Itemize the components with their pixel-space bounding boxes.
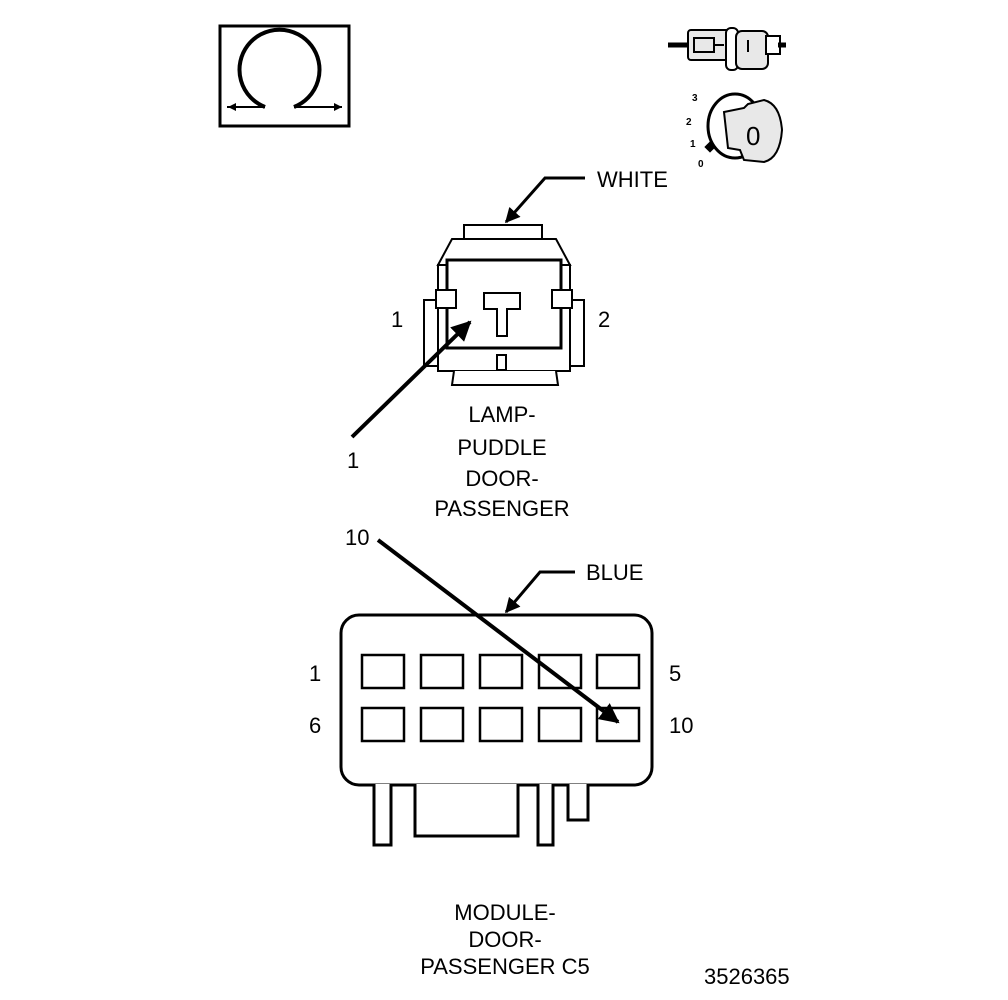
pin-1-callout: 1: [347, 320, 472, 473]
bottom-row1-left-pin: 1: [309, 661, 321, 686]
pin-10-callout-label: 10: [345, 525, 369, 550]
cavity-4: [537, 653, 583, 690]
pin-1-callout-label: 1: [347, 448, 359, 473]
bottom-connector-name-line-1: MODULE-: [454, 900, 555, 925]
ignition-position-1: 1: [690, 139, 696, 150]
cavity-8: [478, 706, 524, 743]
bottom-row2-left-pin: 6: [309, 713, 321, 738]
pin-10-callout: 10: [345, 525, 620, 724]
white-color-callout: WHITE: [504, 167, 668, 224]
ignition-position-3: 3: [692, 93, 698, 104]
lamp-puddle-connector: [423, 224, 585, 386]
blue-color-callout: BLUE: [504, 560, 643, 614]
omega-connector-symbol-icon: [218, 24, 351, 128]
cavity-5: [595, 653, 641, 690]
module-door-connector: [339, 613, 654, 847]
cavity-9: [537, 706, 583, 743]
top-connector-name-line-4: PASSENGER: [434, 496, 569, 521]
top-connector-pin-right: 2: [598, 307, 610, 332]
top-connector-pin-left: 1: [391, 307, 403, 332]
ignition-position-0: 0: [698, 159, 704, 170]
connector-color-white: WHITE: [597, 167, 668, 192]
cavity-3: [478, 653, 524, 690]
bottom-connector-name-line-2: DOOR-: [468, 927, 541, 952]
top-connector-name-line-3: DOOR-: [465, 466, 538, 491]
cavity-2: [419, 653, 465, 690]
top-connector-name: LAMP- PUDDLE DOOR- PASSENGER: [434, 402, 569, 521]
bottom-connector-name-line-3: PASSENGER C5: [420, 954, 590, 979]
figure-number: 3526365: [704, 964, 790, 989]
cavity-6: [360, 706, 406, 743]
ignition-position-2: 2: [686, 117, 692, 128]
bottom-row2-right-pin: 10: [669, 713, 693, 738]
connector-color-blue: BLUE: [586, 560, 643, 585]
top-connector-name-line-2: PUDDLE: [457, 435, 546, 460]
bottom-connector-name: MODULE- DOOR- PASSENGER C5: [420, 900, 590, 979]
bottom-row1-right-pin: 5: [669, 661, 681, 686]
cavity-1: [360, 653, 406, 690]
top-connector-name-line-1: LAMP-: [468, 402, 535, 427]
ignition-key-icon: 3 2 1 0 0: [686, 92, 784, 170]
mating-connector-icon: [668, 27, 786, 71]
ignition-key-label: 0: [746, 121, 760, 151]
cavity-7: [419, 706, 465, 743]
